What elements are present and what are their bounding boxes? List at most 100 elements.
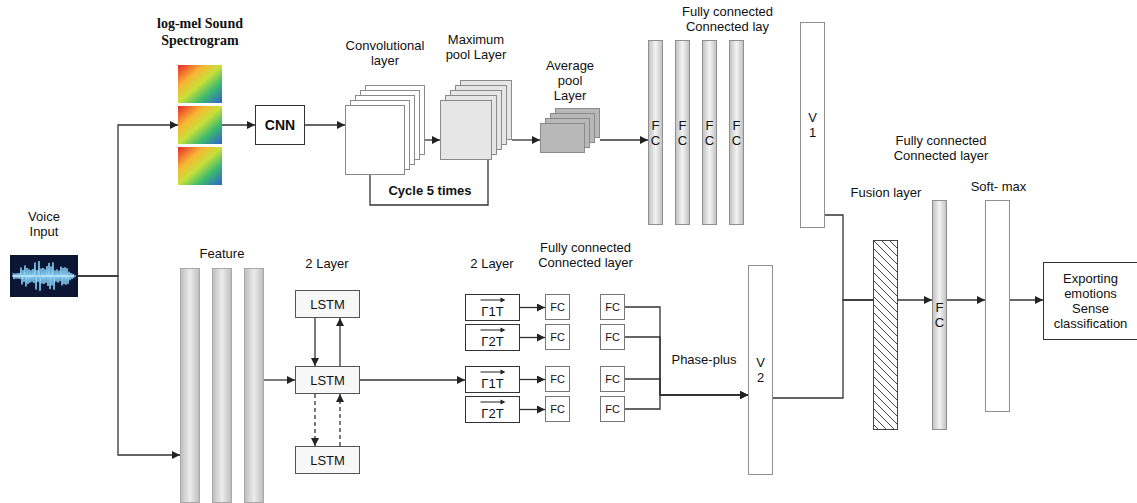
node-label: LSTM (310, 373, 345, 388)
heading-slot: Average pool Layer (540, 58, 600, 103)
annotation-label: 2 Layer (287, 256, 367, 271)
vector-arrow-shaft (481, 300, 503, 301)
softmax-bar: Soft- max (985, 200, 1010, 412)
label-slot: Fully connected Connected layer (518, 240, 653, 270)
layer-heading: Average pool Layer (540, 58, 600, 103)
node-label: F C (732, 118, 741, 148)
connector (314, 318, 315, 366)
node-label: Γ2T (481, 334, 503, 349)
avgpool-layer-stack-art (540, 108, 600, 153)
vector-bar: V 1 (800, 22, 825, 228)
lstm-box: LSTM (295, 290, 360, 318)
node-label: Γ1T (481, 304, 503, 319)
fc-bar: F C (702, 40, 717, 225)
layer-heading: Feature (180, 246, 264, 261)
node-label: FC (605, 373, 620, 386)
fc-bar: F C (675, 40, 690, 225)
node-label: LSTM (310, 297, 345, 312)
layer-heading: Maximum pool Layer (440, 32, 512, 62)
feature-map-sheet (541, 124, 585, 153)
node-label: V 1 (808, 110, 817, 140)
annotation-label: 2 Layer (452, 256, 532, 271)
fusion-layer-art (873, 240, 898, 430)
fusion-layer: Fusion layer (873, 240, 898, 430)
layer-heading: log-mel Sound Spectrogram (130, 15, 270, 49)
connector (78, 276, 180, 455)
spectrogram-image (178, 65, 222, 103)
fc-box: FC (600, 324, 625, 350)
node-label: V 2 (756, 355, 765, 385)
feature-bars: Feature (180, 268, 264, 503)
connector (773, 300, 873, 398)
waveform-axis (12, 275, 76, 276)
gamma-box: Γ1T (465, 294, 520, 321)
feature-bar (245, 269, 264, 503)
avgpool-layer-stack: Average pool Layer (540, 108, 600, 153)
vector-arrow-head (501, 328, 506, 333)
fc-box: FC (545, 294, 570, 320)
node-label: Γ1T (481, 376, 503, 391)
connector (425, 139, 440, 140)
node-label: FC (605, 331, 620, 344)
node-label: F C (651, 118, 660, 148)
annotation-label: Fully connected Connected layer (518, 240, 653, 270)
layer-heading: Convolutional layer (337, 38, 433, 68)
node-label: Γ2T (481, 406, 503, 421)
connector (264, 379, 295, 380)
label-slot: Phase-plus (666, 352, 742, 367)
vector-arrow-head (501, 298, 506, 303)
vector-arrow-head (501, 370, 506, 375)
connector (520, 409, 545, 410)
connector (305, 124, 345, 125)
vector-arrow-head (501, 400, 506, 405)
annotation-label: Fully connected Connected lay (660, 4, 795, 34)
feature-map-sheet (346, 106, 405, 175)
connector (947, 299, 985, 300)
label-slot: 2 Layer (287, 256, 367, 271)
annotation-label: Phase-plus (666, 352, 742, 367)
spectrogram-stack-art (178, 65, 222, 185)
connector (360, 379, 465, 380)
spectrogram-image (178, 106, 222, 144)
node-label: FC (550, 373, 565, 386)
fc-box: FC (545, 396, 570, 422)
connector (520, 307, 545, 308)
heading-slot: log-mel Sound Spectrogram (130, 15, 270, 49)
fc-box: FC (545, 366, 570, 392)
heading-slot: Fully connected Connected layer (881, 133, 1001, 163)
gamma-box: Γ1T (465, 366, 520, 393)
fc-bar: F C (648, 40, 663, 225)
fc-box: FC (600, 294, 625, 320)
edge-label-slot: Cycle 5 times (386, 183, 473, 198)
node-label: LSTM (310, 453, 345, 468)
feature-map-sheet (441, 101, 492, 160)
vector-arrow-shaft (481, 330, 503, 331)
layer-heading: Soft- max (956, 179, 1041, 194)
fusion-ground (874, 241, 898, 430)
connector (625, 307, 748, 395)
node-label: CNN (265, 118, 295, 133)
feature-bars-art (180, 268, 264, 503)
fc-bar: Fully connected Connected layerF C (932, 200, 947, 430)
waveform-ground (10, 255, 78, 297)
connector (625, 395, 748, 409)
connector (1010, 299, 1043, 300)
connector (520, 337, 545, 338)
label-slot: Fully connected Connected lay (660, 4, 795, 34)
spectrogram-image (178, 147, 222, 185)
waveform-input-art (10, 255, 78, 297)
connector (339, 394, 340, 446)
connector (339, 318, 340, 366)
heading-slot: Feature (180, 246, 264, 261)
fc-box: FC (600, 396, 625, 422)
node-label: FC (550, 331, 565, 344)
vector-arrow-shaft (481, 372, 503, 373)
gamma-box: Γ2T (465, 396, 520, 423)
edge-label: Cycle 5 times (386, 183, 473, 198)
fc-bar: F C (729, 40, 744, 225)
connector (78, 125, 178, 276)
maxpool-layer-stack-art (440, 80, 512, 160)
layer-heading: Fully connected Connected layer (881, 133, 1001, 163)
vector-bar: V 2 (748, 265, 773, 475)
